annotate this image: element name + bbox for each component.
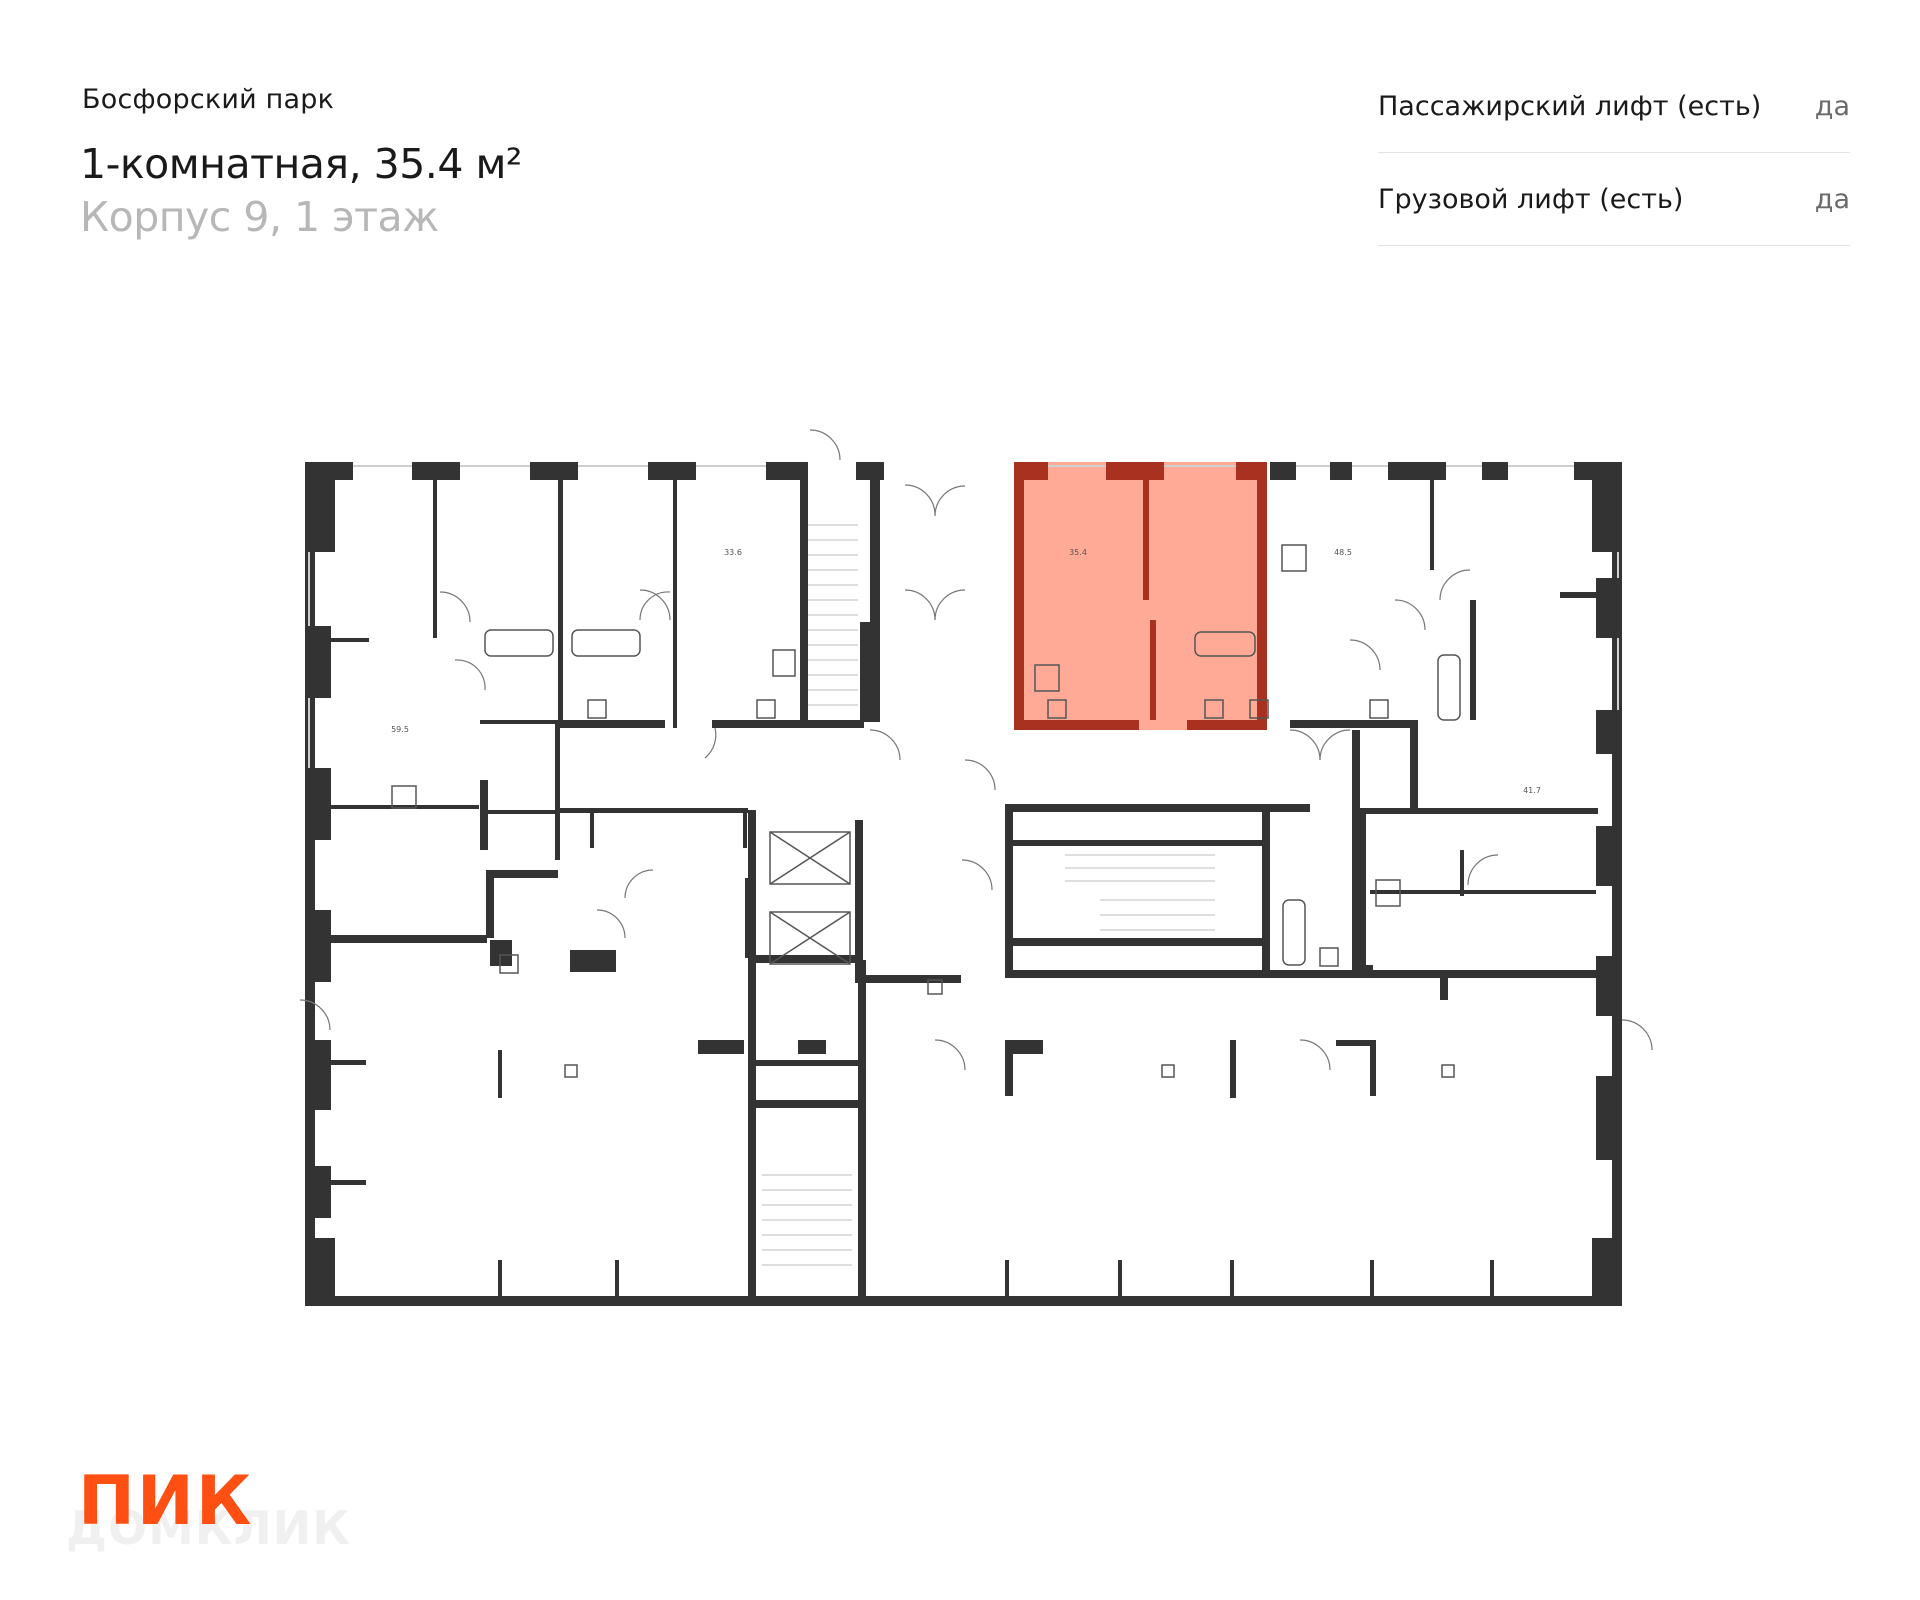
flat-subtitle: Корпус 9, 1 этаж <box>80 193 439 241</box>
feature-label: Грузовой лифт (есть) <box>1378 183 1684 215</box>
feature-label: Пассажирский лифт (есть) <box>1378 90 1762 122</box>
pik-logo: ПИК <box>78 1462 254 1541</box>
lifts <box>769 831 851 965</box>
area-label-354: 35.4 <box>1069 548 1087 557</box>
doors <box>299 429 1653 1071</box>
feature-value: да <box>1814 90 1850 122</box>
walls <box>305 462 1622 1306</box>
area-label-336: 33.6 <box>724 548 742 557</box>
feature-passenger-lift: Пассажирский лифт (есть) да <box>1378 60 1850 153</box>
features-list: Пассажирский лифт (есть) да Грузовой лиф… <box>1378 60 1850 246</box>
feature-value: да <box>1814 183 1850 215</box>
feature-freight-lift: Грузовой лифт (есть) да <box>1378 153 1850 246</box>
fixtures <box>391 544 1461 1078</box>
domclick-watermark: ДОМКЛИК <box>66 1501 351 1555</box>
highlighted-apartment[interactable] <box>1014 462 1267 730</box>
flat-title: 1-комнатная, 35.4 м² <box>80 140 522 188</box>
area-label-595: 59.5 <box>391 725 409 734</box>
area-label-485: 48.5 <box>1334 548 1352 557</box>
staircase <box>762 524 1215 1266</box>
area-label-417: 41.7 <box>1523 786 1541 795</box>
windows <box>308 465 1619 768</box>
highlighted-apartment-walls <box>1014 462 1267 730</box>
project-name: Босфорский парк <box>82 84 335 115</box>
